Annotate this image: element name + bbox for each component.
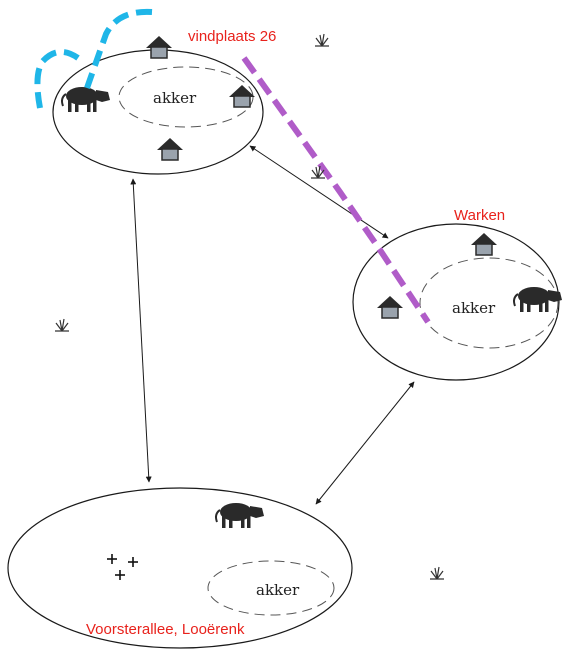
house-icon — [470, 232, 498, 256]
site-right-boundary — [352, 223, 560, 381]
magenta-trace — [241, 56, 431, 324]
site-top-label: vindplaats 26 — [188, 28, 276, 45]
site-bottom-field-ring — [207, 560, 335, 616]
grass-tuft-icon — [54, 318, 70, 332]
house-icon — [145, 35, 173, 59]
cow-icon — [61, 86, 111, 113]
site-right-label: Warken — [454, 207, 505, 224]
grass-tuft-icon — [314, 33, 330, 47]
site-bottom-label: Voorsterallee, Looërenk — [86, 621, 245, 638]
site-bottom-field-label: akker — [256, 581, 300, 599]
site-top: akker vindplaats 26 — [52, 28, 276, 175]
site-top-field-label: akker — [153, 89, 197, 107]
link-top-right — [249, 145, 389, 239]
site-right-field-ring — [419, 257, 559, 349]
grass-tuft-icon — [429, 566, 445, 580]
site-bottom-boundary — [7, 487, 353, 649]
cross-icon — [107, 554, 138, 580]
site-right-field-label: akker — [452, 299, 496, 317]
cow-icon — [215, 502, 265, 529]
site-top-boundary — [52, 49, 264, 175]
cow-icon — [513, 286, 563, 313]
link-top-bottom — [130, 178, 152, 483]
cyan-trace — [34, 8, 153, 109]
house-icon — [156, 137, 184, 161]
house-icon — [376, 295, 404, 319]
site-bottom: akker Voorsterallee, Looërenk — [7, 487, 353, 649]
link-right-bottom — [315, 381, 415, 505]
site-right: akker Warken — [352, 207, 563, 381]
